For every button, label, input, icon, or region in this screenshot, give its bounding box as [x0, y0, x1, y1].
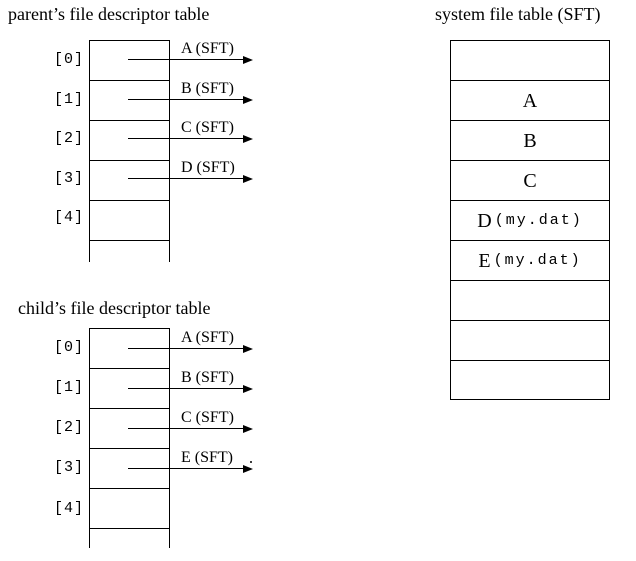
child-fd-table	[89, 328, 170, 548]
sft-cell-6	[450, 280, 610, 320]
sft-cell-3: C	[450, 160, 610, 200]
parent-fd-index-1: [1]	[53, 91, 84, 108]
arrow-line	[128, 138, 244, 139]
parent-pointer-label-1: B (SFT)	[181, 80, 234, 97]
sft-entry-label: E	[478, 249, 491, 272]
parent-pointer-label-2: C (SFT)	[181, 119, 234, 136]
stray-dot	[250, 461, 252, 463]
child-fd-index-3: [3]	[53, 459, 84, 476]
sft-cell-8	[450, 360, 610, 400]
sft-cell-4: D (my.dat)	[450, 200, 610, 240]
parent-pointer-label-0: A (SFT)	[181, 40, 234, 57]
parent-fd-cell-4	[89, 200, 170, 240]
parent-fd-table	[89, 40, 170, 262]
sft-table: A B C D (my.dat) E (my.dat)	[450, 40, 610, 400]
child-fd-table-continuation	[89, 528, 170, 548]
parent-fd-index-2: [2]	[53, 130, 84, 147]
child-pointer-label-1: B (SFT)	[181, 369, 234, 386]
sft-entry-label: B	[523, 129, 537, 152]
child-pointer-label-3: E (SFT)	[181, 449, 233, 466]
arrow-line	[128, 99, 244, 100]
parent-fd-index-3: [3]	[53, 170, 84, 187]
child-fd-index-2: [2]	[53, 419, 84, 436]
arrow-head-icon	[243, 385, 253, 393]
arrow-line	[128, 388, 244, 389]
arrow-line	[128, 468, 244, 469]
parent-fd-cell-0	[89, 40, 170, 80]
child-pointer-arrow-1	[128, 385, 254, 393]
child-fd-table-title: child’s file descriptor table	[18, 298, 211, 318]
arrow-line	[128, 348, 244, 349]
parent-pointer-label-3: D (SFT)	[181, 159, 235, 176]
parent-pointer-arrow-3	[128, 175, 254, 183]
child-fd-index-4: [4]	[53, 500, 84, 517]
parent-fd-index-0: [0]	[53, 51, 84, 68]
arrow-line	[128, 178, 244, 179]
child-pointer-arrow-2	[128, 425, 254, 433]
parent-fd-cell-1	[89, 80, 170, 120]
sft-title: system file table (SFT)	[435, 4, 601, 24]
child-pointer-label-0: A (SFT)	[181, 329, 234, 346]
sft-file-label: (my.dat)	[494, 211, 583, 229]
sft-entry-label: C	[523, 169, 537, 192]
arrow-head-icon	[243, 135, 253, 143]
parent-fd-table-title: parent’s file descriptor table	[8, 4, 210, 24]
sft-cell-2: B	[450, 120, 610, 160]
parent-pointer-arrow-2	[128, 135, 254, 143]
child-fd-index-1: [1]	[53, 379, 84, 396]
arrow-head-icon	[243, 56, 253, 64]
sft-cell-0	[450, 40, 610, 80]
child-fd-cell-4	[89, 488, 170, 528]
arrow-head-icon	[243, 425, 253, 433]
sft-entry-label: A	[522, 89, 538, 112]
parent-pointer-arrow-1	[128, 96, 254, 104]
child-pointer-label-2: C (SFT)	[181, 409, 234, 426]
sft-cell-7	[450, 320, 610, 360]
arrow-head-icon	[243, 465, 253, 473]
parent-fd-table-continuation	[89, 240, 170, 262]
arrow-line	[128, 59, 244, 60]
parent-fd-cell-3	[89, 160, 170, 200]
parent-pointer-arrow-0	[128, 56, 254, 64]
parent-fd-index-4: [4]	[53, 209, 84, 226]
parent-fd-cell-2	[89, 120, 170, 160]
child-fd-index-0: [0]	[53, 339, 84, 356]
sft-entry-label: D	[477, 209, 492, 232]
sft-cell-5: E (my.dat)	[450, 240, 610, 280]
arrow-line	[128, 428, 244, 429]
sft-file-label: (my.dat)	[493, 251, 582, 269]
sft-cell-1: A	[450, 80, 610, 120]
child-pointer-arrow-3	[128, 465, 254, 473]
arrow-head-icon	[243, 175, 253, 183]
child-pointer-arrow-0	[128, 345, 254, 353]
arrow-head-icon	[243, 96, 253, 104]
arrow-head-icon	[243, 345, 253, 353]
